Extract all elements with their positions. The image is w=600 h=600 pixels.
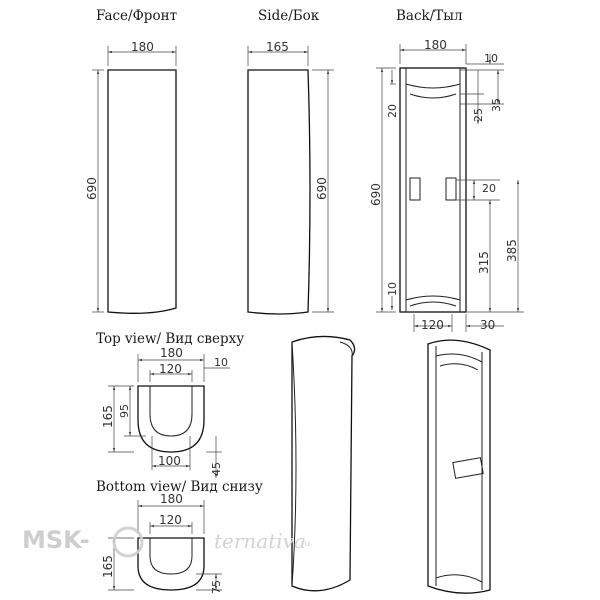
top-120-label: 120 (159, 362, 182, 376)
side-panel-outline (247, 69, 311, 315)
back-315-label: 315 (477, 251, 491, 274)
top-view: 180 120 10 165 95 100 45 (101, 346, 230, 478)
back-bottom-10-label: 10 (386, 282, 399, 296)
top-view-title: Top view/ Вид сверху (96, 331, 244, 347)
perspective-back-panel (427, 339, 491, 594)
back-top-offset-label: 10 (484, 52, 498, 65)
back-top-25-label: 25 (472, 108, 485, 122)
back-left-20-label: 20 (386, 104, 399, 118)
back-bottom-120-label: 120 (421, 318, 444, 332)
top-45-label: 45 (210, 462, 223, 476)
back-width-label: 180 (424, 38, 447, 52)
top-100-label: 100 (158, 454, 181, 468)
watermark-logo-icon (112, 526, 144, 558)
watermark-script: ternativa (214, 529, 306, 553)
perspective-mount (452, 457, 484, 479)
bottom-180-label: 180 (160, 492, 183, 506)
back-top-35-label: 35 (490, 98, 503, 112)
face-panel-outline (107, 69, 177, 314)
bottom-view: 180 120 165 75 (101, 492, 223, 594)
side-width-label: 165 (266, 40, 289, 54)
perspective-back (427, 339, 491, 594)
face-width-label: 180 (131, 40, 154, 54)
face-height-label: 690 (85, 177, 99, 200)
back-view-title: Back/Тыл (396, 8, 463, 24)
perspective-front-panel (291, 335, 356, 592)
watermark-suffix: .ru (298, 539, 310, 549)
watermark: MSK- ternativa .ru (22, 526, 310, 558)
top-10-label: 10 (214, 356, 228, 369)
top-95-label: 95 (118, 404, 131, 418)
bottom-120-label: 120 (159, 513, 182, 527)
back-height-label: 690 (369, 183, 383, 206)
back-panel-outline (399, 67, 467, 313)
bottom-165-label: 165 (101, 555, 115, 578)
side-view: 165 690 (247, 40, 334, 315)
back-view: 180 10 35 25 690 20 10 20 385 315 (369, 38, 524, 332)
bottom-view-outline (137, 537, 205, 591)
top-180-label: 180 (160, 346, 183, 360)
back-385-label: 385 (505, 239, 519, 262)
back-right-mount (445, 177, 457, 201)
face-view-title: Face/Фронт (96, 8, 177, 24)
top-165-label: 165 (101, 405, 115, 428)
back-right-20-label: 20 (482, 182, 496, 195)
face-view: 180 690 (85, 40, 177, 314)
perspective-front (291, 335, 356, 592)
back-left-mount (409, 177, 421, 201)
watermark-brand: MSK- (22, 526, 90, 554)
bottom-view-title: Bottom view/ Вид снизу (96, 479, 263, 495)
side-view-title: Side/Бок (258, 8, 320, 24)
side-height-label: 690 (315, 177, 329, 200)
back-bottom-30-label: 30 (480, 318, 495, 332)
bottom-75-label: 75 (210, 580, 223, 594)
top-view-outline (137, 385, 205, 453)
